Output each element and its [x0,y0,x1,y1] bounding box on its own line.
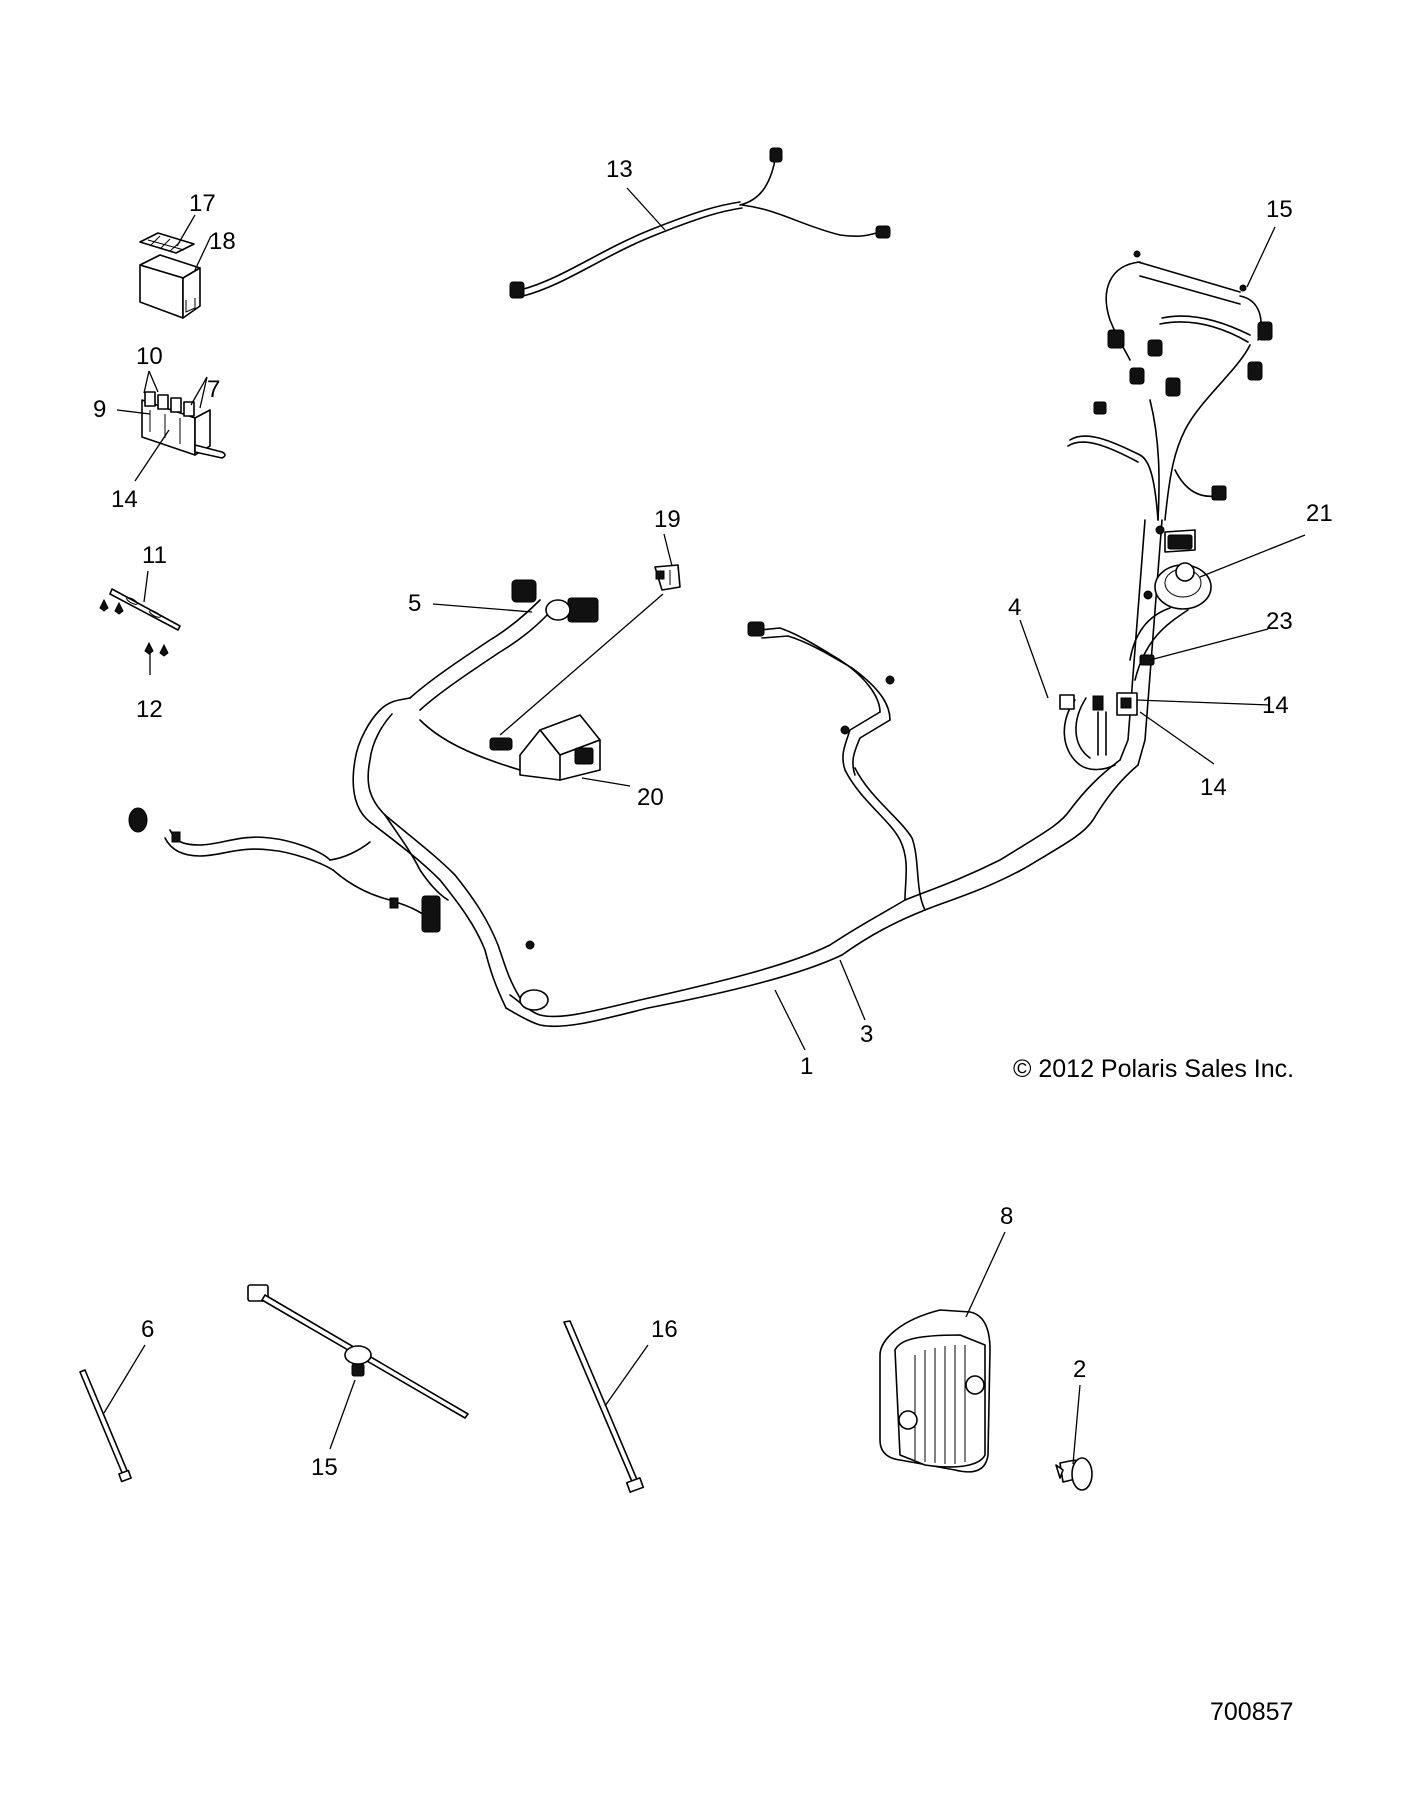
bracket-part-11 [109,588,181,631]
callout-22: 20 [637,784,664,811]
callout-14-connector: 14 [1200,774,1227,801]
callout-8: 8 [1000,1203,1014,1230]
leader-lines [103,187,1306,1465]
connector-part-4 [1059,694,1116,771]
cable-tie-part-6 [79,1369,132,1483]
push-rivet-part-2 [1055,1457,1093,1491]
callout-18: 17 [189,190,216,217]
control-module-part-22 [419,714,601,781]
callout-16-lower: 15 [311,1454,338,1481]
callout-16-upper: 15 [1266,196,1293,223]
callout-2: 2 [1073,1356,1087,1383]
callout-17: 16 [651,1316,678,1343]
sub-harness-part-13 [509,147,891,299]
main-harness-part-1 [505,621,1139,1028]
push-rivets-part-12 [99,598,169,657]
fuse-label-part-18 [139,232,195,254]
callout-19: 19 [654,506,681,533]
callout-21: 21 [1306,500,1333,527]
callout-9: 9 [93,396,107,423]
callout-10: 10 [136,343,163,370]
drawing-number: 700857 [1210,1698,1294,1726]
grommet-part-21 [1129,529,1212,681]
connector-part-15-14 [1116,692,1138,716]
callout-4: 4 [1008,594,1022,621]
fuse-box-part-14 [141,391,226,459]
callout-6: 6 [141,1316,155,1343]
callout-13: 13 [606,156,633,183]
connector-harness-part-5 [409,579,599,711]
callout-7: 7 [207,376,221,403]
callout-5: 5 [408,590,422,617]
callout-1: 1 [800,1053,814,1080]
callout-23: 23 [1266,608,1293,635]
copyright-notice: © 2012 Polaris Sales Inc. [1013,1055,1295,1083]
left-harness [128,697,549,1011]
callout-3: 3 [860,1021,874,1048]
right-harness-cluster [1067,250,1273,521]
terminal-clip-part-19 [654,564,681,591]
voltage-regulator-part-8 [879,1309,991,1473]
callout-15: 14 [1262,692,1289,719]
connector-part-23 [1139,654,1155,666]
fuse-box-cover-part-20 [139,254,201,319]
callout-12: 12 [136,696,163,723]
callout-20: 18 [209,228,236,255]
callout-11: 11 [142,542,167,569]
cable-tie-part-17 [563,1320,645,1493]
harness-clip-tie-part-16 [247,1284,469,1419]
callout-14-fuse-box: 14 [111,486,138,513]
vertical-trunk [1119,519,1165,766]
